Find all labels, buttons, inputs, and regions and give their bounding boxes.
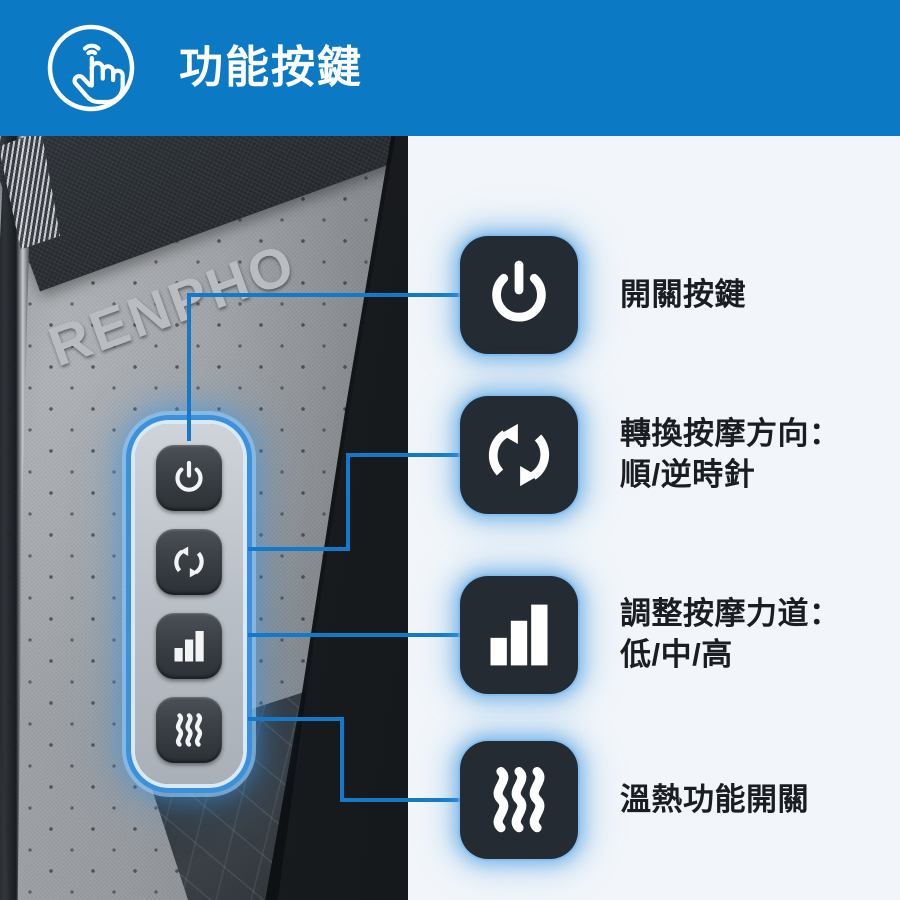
- device-control-panel: [135, 424, 243, 784]
- panel-intensity-button[interactable]: [156, 613, 222, 679]
- page-title: 功能按鍵: [179, 43, 363, 92]
- heat-waves-icon: [481, 762, 557, 838]
- content-stage: RENPHO: [0, 136, 900, 900]
- callout-intensity: 調整按摩力道： 低/中/高: [460, 576, 841, 694]
- callout-label: 溫熱功能開關: [620, 781, 809, 817]
- power-icon: [481, 257, 557, 333]
- panel-heat-button[interactable]: [156, 697, 222, 763]
- header-bar: 功能按鍵: [0, 0, 900, 136]
- callout-heat: 溫熱功能開關: [460, 741, 809, 859]
- panel-direction-button[interactable]: [156, 529, 222, 595]
- rotate-icon: [169, 542, 209, 582]
- callout-icon-tile[interactable]: [460, 576, 578, 694]
- callout-label: 轉換按摩方向： 順/逆時針: [620, 416, 841, 492]
- callout-power: 開關按鍵: [460, 236, 746, 354]
- callout-icon-tile[interactable]: [460, 236, 578, 354]
- tap-hand-icon: [45, 22, 137, 114]
- callout-label: 調整按摩力道： 低/中/高: [620, 596, 841, 672]
- rotate-icon: [481, 417, 557, 493]
- callout-icon-tile[interactable]: [460, 396, 578, 514]
- bars-icon: [481, 597, 557, 673]
- power-icon: [169, 458, 209, 498]
- panel-power-button[interactable]: [156, 445, 222, 511]
- callout-direction: 轉換按摩方向： 順/逆時針: [460, 396, 841, 514]
- callout-label: 開關按鍵: [620, 276, 746, 312]
- bars-icon: [169, 626, 209, 666]
- callout-icon-tile[interactable]: [460, 741, 578, 859]
- heat-waves-icon: [169, 710, 209, 750]
